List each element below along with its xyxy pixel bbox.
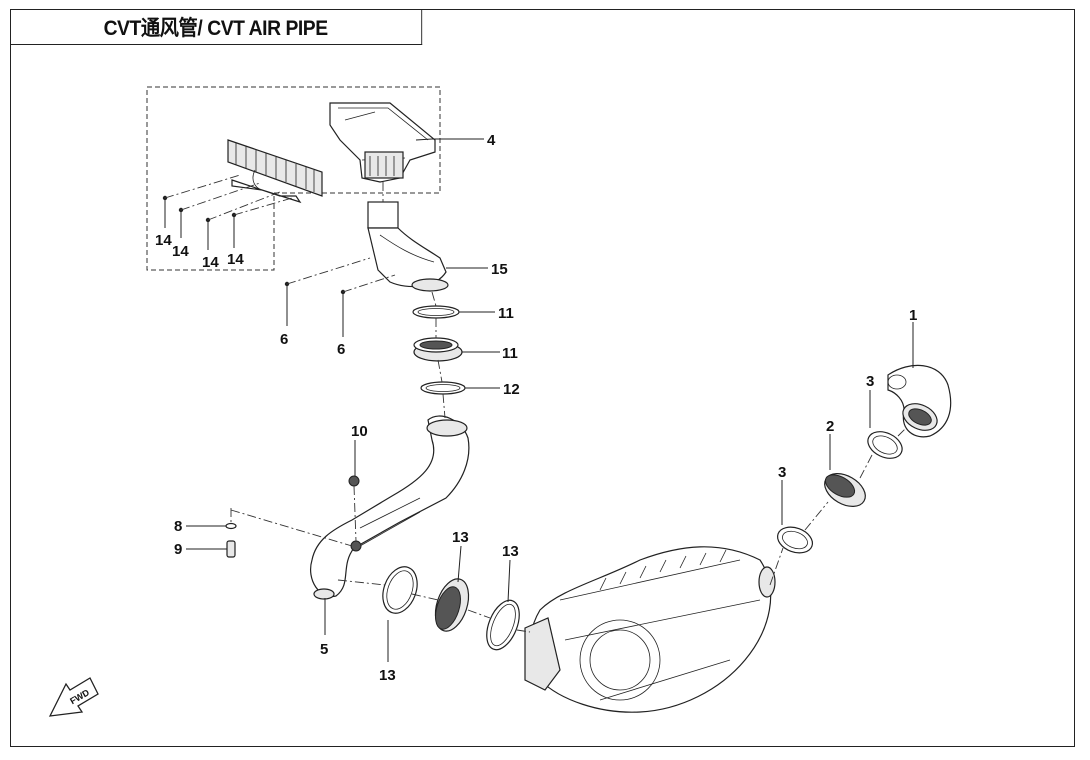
callout-13-right: 13 <box>502 543 519 560</box>
assembly-centerlines <box>164 174 907 633</box>
callout-2: 2 <box>826 418 834 435</box>
callout-1: 1 <box>909 307 917 324</box>
part-3-clamp-upper <box>867 431 903 459</box>
callout-5: 5 <box>320 641 328 658</box>
part-7-washer <box>225 522 237 530</box>
callout-7: 8 <box>174 518 182 535</box>
cvt-cover-housing <box>524 546 776 713</box>
callout-8: 9 <box>174 541 182 558</box>
part-4-upper-duct <box>329 102 436 183</box>
leader-lines <box>164 138 914 662</box>
callout-14-a: 14 <box>155 232 172 249</box>
callout-14-d: 14 <box>227 251 244 268</box>
callout-11-lower: 12 <box>503 381 520 398</box>
part-15-lower-duct <box>367 201 449 292</box>
part-11-clamp-upper <box>412 305 460 319</box>
callout-10: 11 <box>502 345 518 362</box>
callout-3-lower: 3 <box>778 464 786 481</box>
part-8-pin <box>226 540 236 558</box>
callout-6-right: 6 <box>337 341 345 358</box>
callout-13-left: 13 <box>379 667 396 684</box>
callout-12: 13 <box>452 529 469 546</box>
part-13-clamp-a <box>382 566 418 614</box>
part-10-sleeve <box>413 337 463 362</box>
callout-15: 15 <box>491 261 508 278</box>
part-12-sleeve <box>434 578 470 632</box>
drawing-title: CVT通风管/ CVT AIR PIPE <box>10 9 423 45</box>
part-9-grommet <box>348 475 360 487</box>
forward-arrow-icon: FWD <box>48 677 99 717</box>
part-4-grille <box>227 139 323 204</box>
part-11-clamp-lower <box>420 381 466 395</box>
part-2-sleeve <box>824 473 866 507</box>
fastener-dots <box>162 195 346 295</box>
part-13-clamp-b <box>486 599 520 651</box>
part-5-main-pipe <box>310 415 470 600</box>
part-1-elbow <box>887 364 952 438</box>
callout-11-upper: 11 <box>498 305 514 322</box>
callout-4: 4 <box>487 132 496 149</box>
part-3-clamp-lower <box>776 526 814 554</box>
callout-14-b: 14 <box>172 243 189 260</box>
drawing-frame <box>10 9 1075 747</box>
callout-14-c: 14 <box>202 254 219 271</box>
callout-6-left: 6 <box>280 331 288 348</box>
callout-9: 10 <box>351 423 368 440</box>
subassembly-boundary <box>146 86 441 271</box>
callout-3-upper: 3 <box>866 373 874 390</box>
